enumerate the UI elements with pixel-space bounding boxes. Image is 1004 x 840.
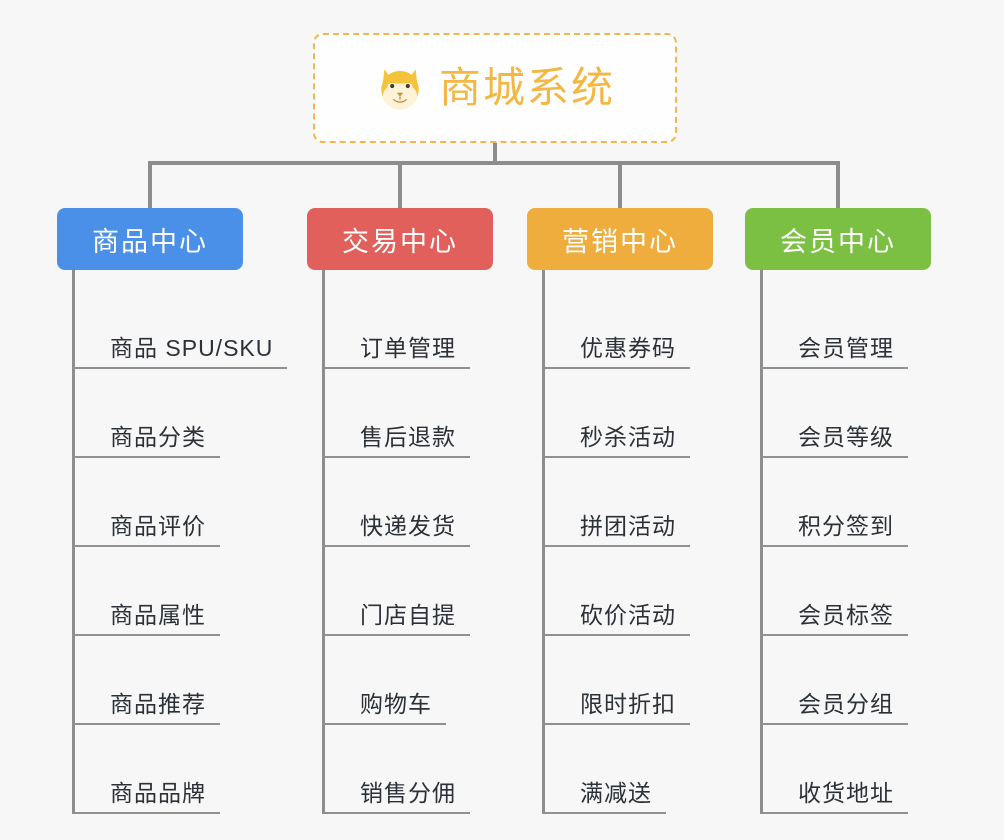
category-label: 交易中心 xyxy=(342,226,458,257)
leaf-item[interactable]: 商品 SPU/SKU xyxy=(72,280,288,369)
leaf-underline: 商品属性 xyxy=(72,601,220,636)
leaf-item[interactable]: 商品分类 xyxy=(72,369,220,458)
leaf-underline: 会员分组 xyxy=(760,690,908,725)
leaf-label: 门店自提 xyxy=(360,601,456,628)
leaf-underline: 限时折扣 xyxy=(542,690,690,725)
leaf-label: 会员等级 xyxy=(798,423,894,450)
leaf-underline: 砍价活动 xyxy=(542,601,690,636)
leaf-label: 商品评价 xyxy=(110,512,206,539)
leaf-label: 会员分组 xyxy=(798,690,894,717)
leaf-item[interactable]: 收货地址 xyxy=(760,725,908,814)
leaf-item[interactable]: 优惠券码 xyxy=(542,280,690,369)
leaf-label: 商品分类 xyxy=(110,423,206,450)
leaf-underline: 收货地址 xyxy=(760,779,908,814)
leaf-label: 满减送 xyxy=(580,779,652,806)
shiba-dog-icon xyxy=(375,63,425,113)
leaf-underline: 快递发货 xyxy=(322,512,470,547)
leaf-item[interactable]: 商品推荐 xyxy=(72,636,220,725)
leaf-item[interactable]: 满减送 xyxy=(542,725,666,814)
leaf-item[interactable]: 会员等级 xyxy=(760,369,908,458)
leaf-underline: 积分签到 xyxy=(760,512,908,547)
column-rail xyxy=(72,270,75,814)
leaf-label: 快递发货 xyxy=(360,512,456,539)
leaf-underline: 会员管理 xyxy=(760,334,908,369)
leaf-item[interactable]: 商品评价 xyxy=(72,458,220,547)
leaf-item[interactable]: 销售分佣 xyxy=(322,725,470,814)
leaf-label: 砍价活动 xyxy=(580,601,676,628)
leaf-item[interactable]: 会员分组 xyxy=(760,636,908,725)
leaf-underline: 门店自提 xyxy=(322,601,470,636)
leaf-item[interactable]: 售后退款 xyxy=(322,369,470,458)
leaf-item[interactable]: 快递发货 xyxy=(322,458,470,547)
leaf-underline: 商品分类 xyxy=(72,423,220,458)
leaf-item[interactable]: 砍价活动 xyxy=(542,547,690,636)
drop-line xyxy=(836,161,840,208)
drop-line xyxy=(618,161,622,208)
leaf-label: 拼团活动 xyxy=(580,512,676,539)
leaf-underline: 拼团活动 xyxy=(542,512,690,547)
leaf-underline: 满减送 xyxy=(542,779,666,814)
leaf-underline: 订单管理 xyxy=(322,334,470,369)
category-label: 营销中心 xyxy=(562,226,678,257)
category-box-product-center[interactable]: 商品中心 xyxy=(57,208,243,270)
leaf-label: 会员管理 xyxy=(798,334,894,361)
bus-line xyxy=(148,161,840,165)
leaf-label: 购物车 xyxy=(360,690,432,717)
leaf-item[interactable]: 秒杀活动 xyxy=(542,369,690,458)
leaf-label: 商品品牌 xyxy=(110,779,206,806)
leaf-item[interactable]: 门店自提 xyxy=(322,547,470,636)
category-label: 商品中心 xyxy=(92,226,208,257)
category-box-marketing-center[interactable]: 营销中心 xyxy=(527,208,713,270)
leaf-underline: 商品品牌 xyxy=(72,779,220,814)
leaf-label: 售后退款 xyxy=(360,423,456,450)
leaf-label: 商品属性 xyxy=(110,601,206,628)
leaf-label: 积分签到 xyxy=(798,512,894,539)
leaf-underline: 购物车 xyxy=(322,690,446,725)
category-box-trade-center[interactable]: 交易中心 xyxy=(307,208,493,270)
leaf-item[interactable]: 积分签到 xyxy=(760,458,908,547)
leaf-underline: 商品 SPU/SKU xyxy=(72,334,288,369)
leaf-item[interactable]: 商品品牌 xyxy=(72,725,220,814)
leaf-label: 收货地址 xyxy=(798,779,894,806)
root-stem-line xyxy=(493,143,497,165)
leaf-label: 限时折扣 xyxy=(580,690,676,717)
leaf-underline: 售后退款 xyxy=(322,423,470,458)
leaf-item[interactable]: 订单管理 xyxy=(322,280,470,369)
leaf-underline: 商品评价 xyxy=(72,512,220,547)
leaf-underline: 会员等级 xyxy=(760,423,908,458)
leaf-item[interactable]: 会员标签 xyxy=(760,547,908,636)
column-rail xyxy=(760,270,763,814)
column-rail xyxy=(542,270,545,814)
leaf-label: 商品 SPU/SKU xyxy=(110,334,274,361)
leaf-label: 秒杀活动 xyxy=(580,423,676,450)
leaf-item[interactable]: 限时折扣 xyxy=(542,636,690,725)
category-box-member-center[interactable]: 会员中心 xyxy=(745,208,931,270)
leaf-item[interactable]: 会员管理 xyxy=(760,280,908,369)
category-label: 会员中心 xyxy=(780,226,896,257)
leaf-label: 订单管理 xyxy=(360,334,456,361)
column-rail xyxy=(322,270,325,814)
leaf-underline: 商品推荐 xyxy=(72,690,220,725)
drop-line xyxy=(148,161,152,208)
leaf-label: 会员标签 xyxy=(798,601,894,628)
leaf-underline: 秒杀活动 xyxy=(542,423,690,458)
root-node[interactable]: 商城系统 xyxy=(313,33,677,143)
leaf-underline: 会员标签 xyxy=(760,601,908,636)
leaf-label: 销售分佣 xyxy=(360,779,456,806)
root-title: 商城系统 xyxy=(438,64,615,111)
leaf-underline: 销售分佣 xyxy=(322,779,470,814)
drop-line xyxy=(398,161,402,208)
leaf-item[interactable]: 拼团活动 xyxy=(542,458,690,547)
leaf-item[interactable]: 商品属性 xyxy=(72,547,220,636)
leaf-item[interactable]: 购物车 xyxy=(322,636,446,725)
leaf-label: 商品推荐 xyxy=(110,690,206,717)
leaf-underline: 优惠券码 xyxy=(542,334,690,369)
leaf-label: 优惠券码 xyxy=(580,334,676,361)
